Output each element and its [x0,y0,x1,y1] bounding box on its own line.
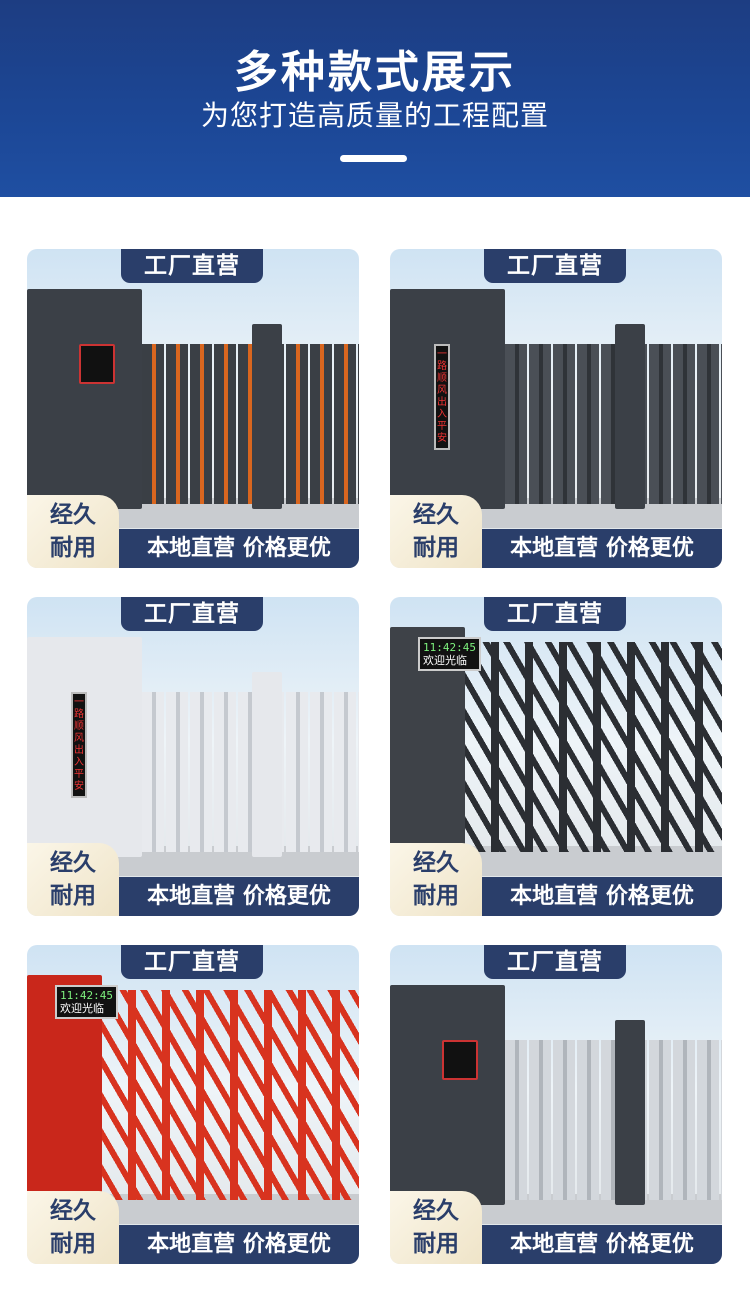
factory-direct-tab: 工厂直营 [484,597,626,631]
badge-line-1: 经久 [50,502,96,528]
badge-line-2: 耐用 [50,1231,96,1257]
badge-line-1: 经久 [413,850,459,876]
gate-mid-pillar [615,1020,645,1205]
badge-line-1: 经久 [413,502,459,528]
gate-mid-pillar [252,672,282,857]
badge-line-2: 耐用 [413,883,459,909]
factory-direct-tab: 工厂直营 [121,249,263,283]
led-text: 欢迎光临 [423,654,467,667]
led-time: 11:42:45 [60,989,113,1002]
led-text: 欢迎光临 [60,1002,104,1015]
product-card[interactable]: 工厂直营 经久耐用 本地直营 价格更优 [390,945,722,1264]
gate-mid-pillar [615,324,645,509]
retractable-gate-frame [465,642,722,852]
product-card[interactable]: 一路顺风出入平安 工厂直营 经久耐用 本地直营 价格更优 [390,249,722,568]
led-display: 一路顺风出入平安 [434,344,450,450]
durable-badge: 经久耐用 [390,843,482,916]
led-time: 11:42:45 [423,641,476,654]
gate-bars [505,1040,722,1200]
title-underline [340,155,407,162]
badge-line-1: 经久 [50,1198,96,1224]
gate-bars [505,344,722,504]
price-banner: 本地直营 价格更优 [119,1225,359,1264]
factory-direct-tab: 工厂直营 [484,249,626,283]
durable-badge: 经久耐用 [390,495,482,568]
factory-direct-tab: 工厂直营 [121,945,263,979]
durable-badge: 经久耐用 [27,495,119,568]
durable-badge: 经久耐用 [27,843,119,916]
gate-head-pillar [390,985,505,1205]
page-title: 多种款式展示 [234,47,516,98]
durable-badge: 经久耐用 [390,1191,482,1264]
led-display [79,344,115,384]
badge-line-2: 耐用 [413,535,459,561]
gate-head-pillar [27,289,142,509]
gate-bars [142,692,359,852]
badge-line-1: 经久 [50,850,96,876]
badge-line-1: 经久 [413,1198,459,1224]
price-banner: 本地直营 价格更优 [482,877,722,916]
price-banner: 本地直营 价格更优 [119,877,359,916]
product-card[interactable]: 一路顺风出入平安 工厂直营 经久耐用 本地直营 价格更优 [27,597,359,916]
price-banner: 本地直营 价格更优 [482,529,722,568]
badge-line-2: 耐用 [50,883,96,909]
gate-mid-pillar [252,324,282,509]
badge-line-2: 耐用 [50,535,96,561]
price-banner: 本地直营 价格更优 [119,529,359,568]
durable-badge: 经久耐用 [27,1191,119,1264]
page-subtitle: 为您打造高质量的工程配置 [200,99,549,132]
header-banner: 多种款式展示 为您打造高质量的工程配置 [0,0,750,197]
led-display: 一路顺风出入平安 [71,692,87,798]
factory-direct-tab: 工厂直营 [121,597,263,631]
factory-direct-tab: 工厂直营 [484,945,626,979]
badge-line-2: 耐用 [413,1231,459,1257]
led-display [442,1040,478,1080]
price-banner: 本地直营 价格更优 [482,1225,722,1264]
gate-bars [142,344,359,504]
product-card[interactable]: 工厂直营 经久耐用 本地直营 价格更优 [27,249,359,568]
retractable-gate-frame [102,990,359,1200]
